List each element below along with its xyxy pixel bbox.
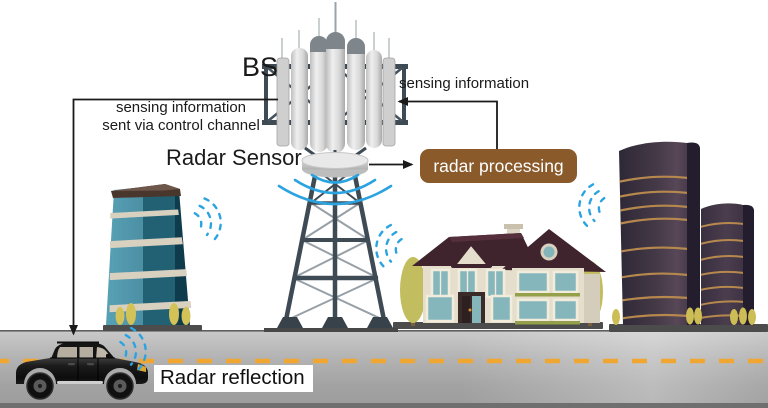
tower-lattice — [264, 165, 398, 332]
control-channel-label: sensing information sent via control cha… — [84, 99, 278, 134]
control-channel-line1: sensing information — [115, 99, 247, 116]
bushes — [612, 307, 756, 325]
radar-sensor-label: Radar Sensor — [166, 145, 302, 170]
office-tower — [102, 184, 202, 331]
radar-sensor-disk — [301, 152, 369, 178]
bs-label: BS — [242, 52, 279, 82]
cell-tower — [262, 2, 408, 332]
suv-car — [16, 341, 148, 400]
sensing-info-label: sensing information — [399, 75, 530, 92]
radar-wave-icon — [190, 194, 227, 244]
house — [393, 224, 606, 329]
sensing-info-arrow — [397, 97, 498, 151]
wheel — [106, 372, 134, 400]
bushes — [115, 303, 191, 325]
radar-wave-icon — [371, 222, 405, 270]
control-channel-line2: sent via control channel — [102, 116, 260, 134]
skyscrapers — [609, 141, 768, 332]
tree — [400, 257, 426, 326]
antenna-array — [276, 32, 396, 153]
windows — [425, 268, 580, 325]
radar-wave-icon — [575, 181, 608, 229]
wheel — [26, 372, 54, 400]
radar-processing-box: radar processing — [420, 149, 577, 183]
control-channel-arrow — [69, 98, 278, 336]
radar-beam-icon — [277, 173, 393, 206]
radar-reflection-label: Radar reflection — [154, 365, 313, 392]
